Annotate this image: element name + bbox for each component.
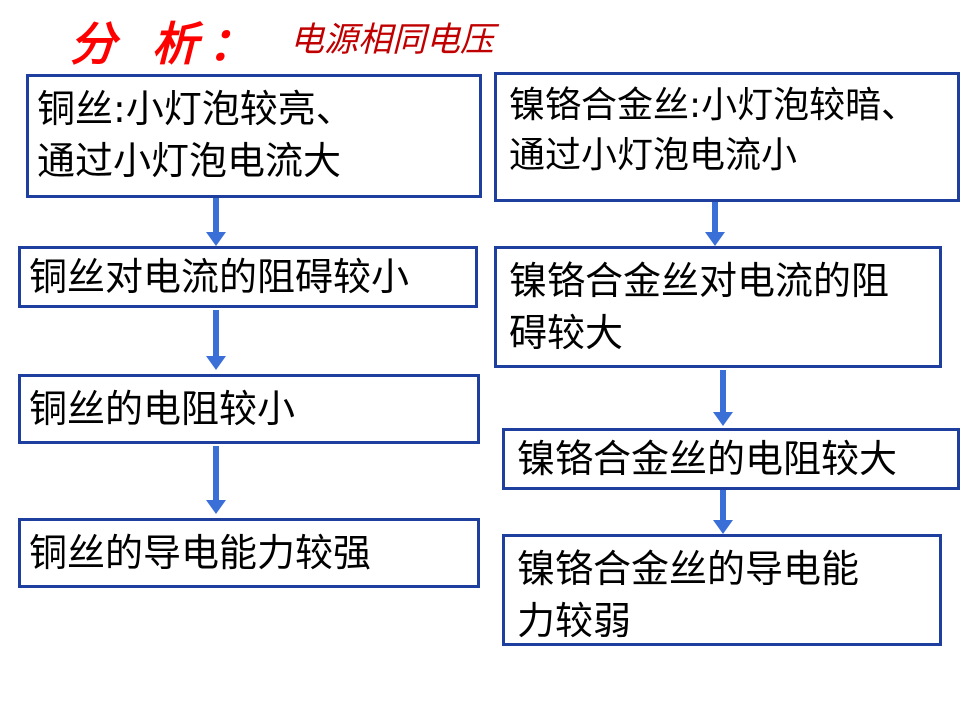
nichrome-observation-text: 镍铬合金丝:小灯泡较暗、 通过小灯泡电流小 bbox=[509, 85, 918, 176]
down-arrow-icon bbox=[206, 310, 226, 370]
nichrome-resistance-box: 镍铬合金丝的电阻较大 bbox=[502, 428, 960, 490]
nichrome-observation-box: 镍铬合金丝:小灯泡较暗、 通过小灯泡电流小 bbox=[494, 72, 960, 202]
nichrome-resistance-text: 镍铬合金丝的电阻较大 bbox=[517, 437, 898, 481]
nichrome-conductivity-box: 镍铬合金丝的导电能 力较弱 bbox=[502, 534, 942, 646]
copper-hindrance-text: 铜丝对电流的阻碍较小 bbox=[29, 255, 410, 299]
analysis-heading: 分 析： bbox=[70, 17, 265, 71]
copper-resistance-text: 铜丝的电阻较小 bbox=[29, 387, 296, 431]
nichrome-conductivity-text: 镍铬合金丝的导电能 力较弱 bbox=[517, 547, 860, 643]
copper-resistance-box: 铜丝的电阻较小 bbox=[18, 374, 480, 444]
nichrome-hindrance-text: 镍铬合金丝对电流的阻 碍较大 bbox=[509, 259, 890, 355]
down-arrow-icon bbox=[206, 446, 226, 514]
down-arrow-icon bbox=[206, 198, 226, 246]
down-arrow-icon bbox=[713, 490, 733, 534]
same-voltage-label: 电源相同电压 bbox=[290, 20, 494, 60]
down-arrow-icon bbox=[705, 202, 725, 246]
down-arrow-icon bbox=[713, 370, 733, 426]
copper-observation-box: 铜丝:小灯泡较亮、 通过小灯泡电流大 bbox=[26, 74, 482, 198]
copper-observation-text: 铜丝:小灯泡较亮、 通过小灯泡电流大 bbox=[37, 87, 354, 183]
copper-conductivity-text: 铜丝的导电能力较强 bbox=[29, 531, 372, 575]
nichrome-hindrance-box: 镍铬合金丝对电流的阻 碍较大 bbox=[494, 246, 942, 368]
copper-conductivity-box: 铜丝的导电能力较强 bbox=[18, 518, 480, 588]
copper-hindrance-box: 铜丝对电流的阻碍较小 bbox=[18, 246, 478, 308]
